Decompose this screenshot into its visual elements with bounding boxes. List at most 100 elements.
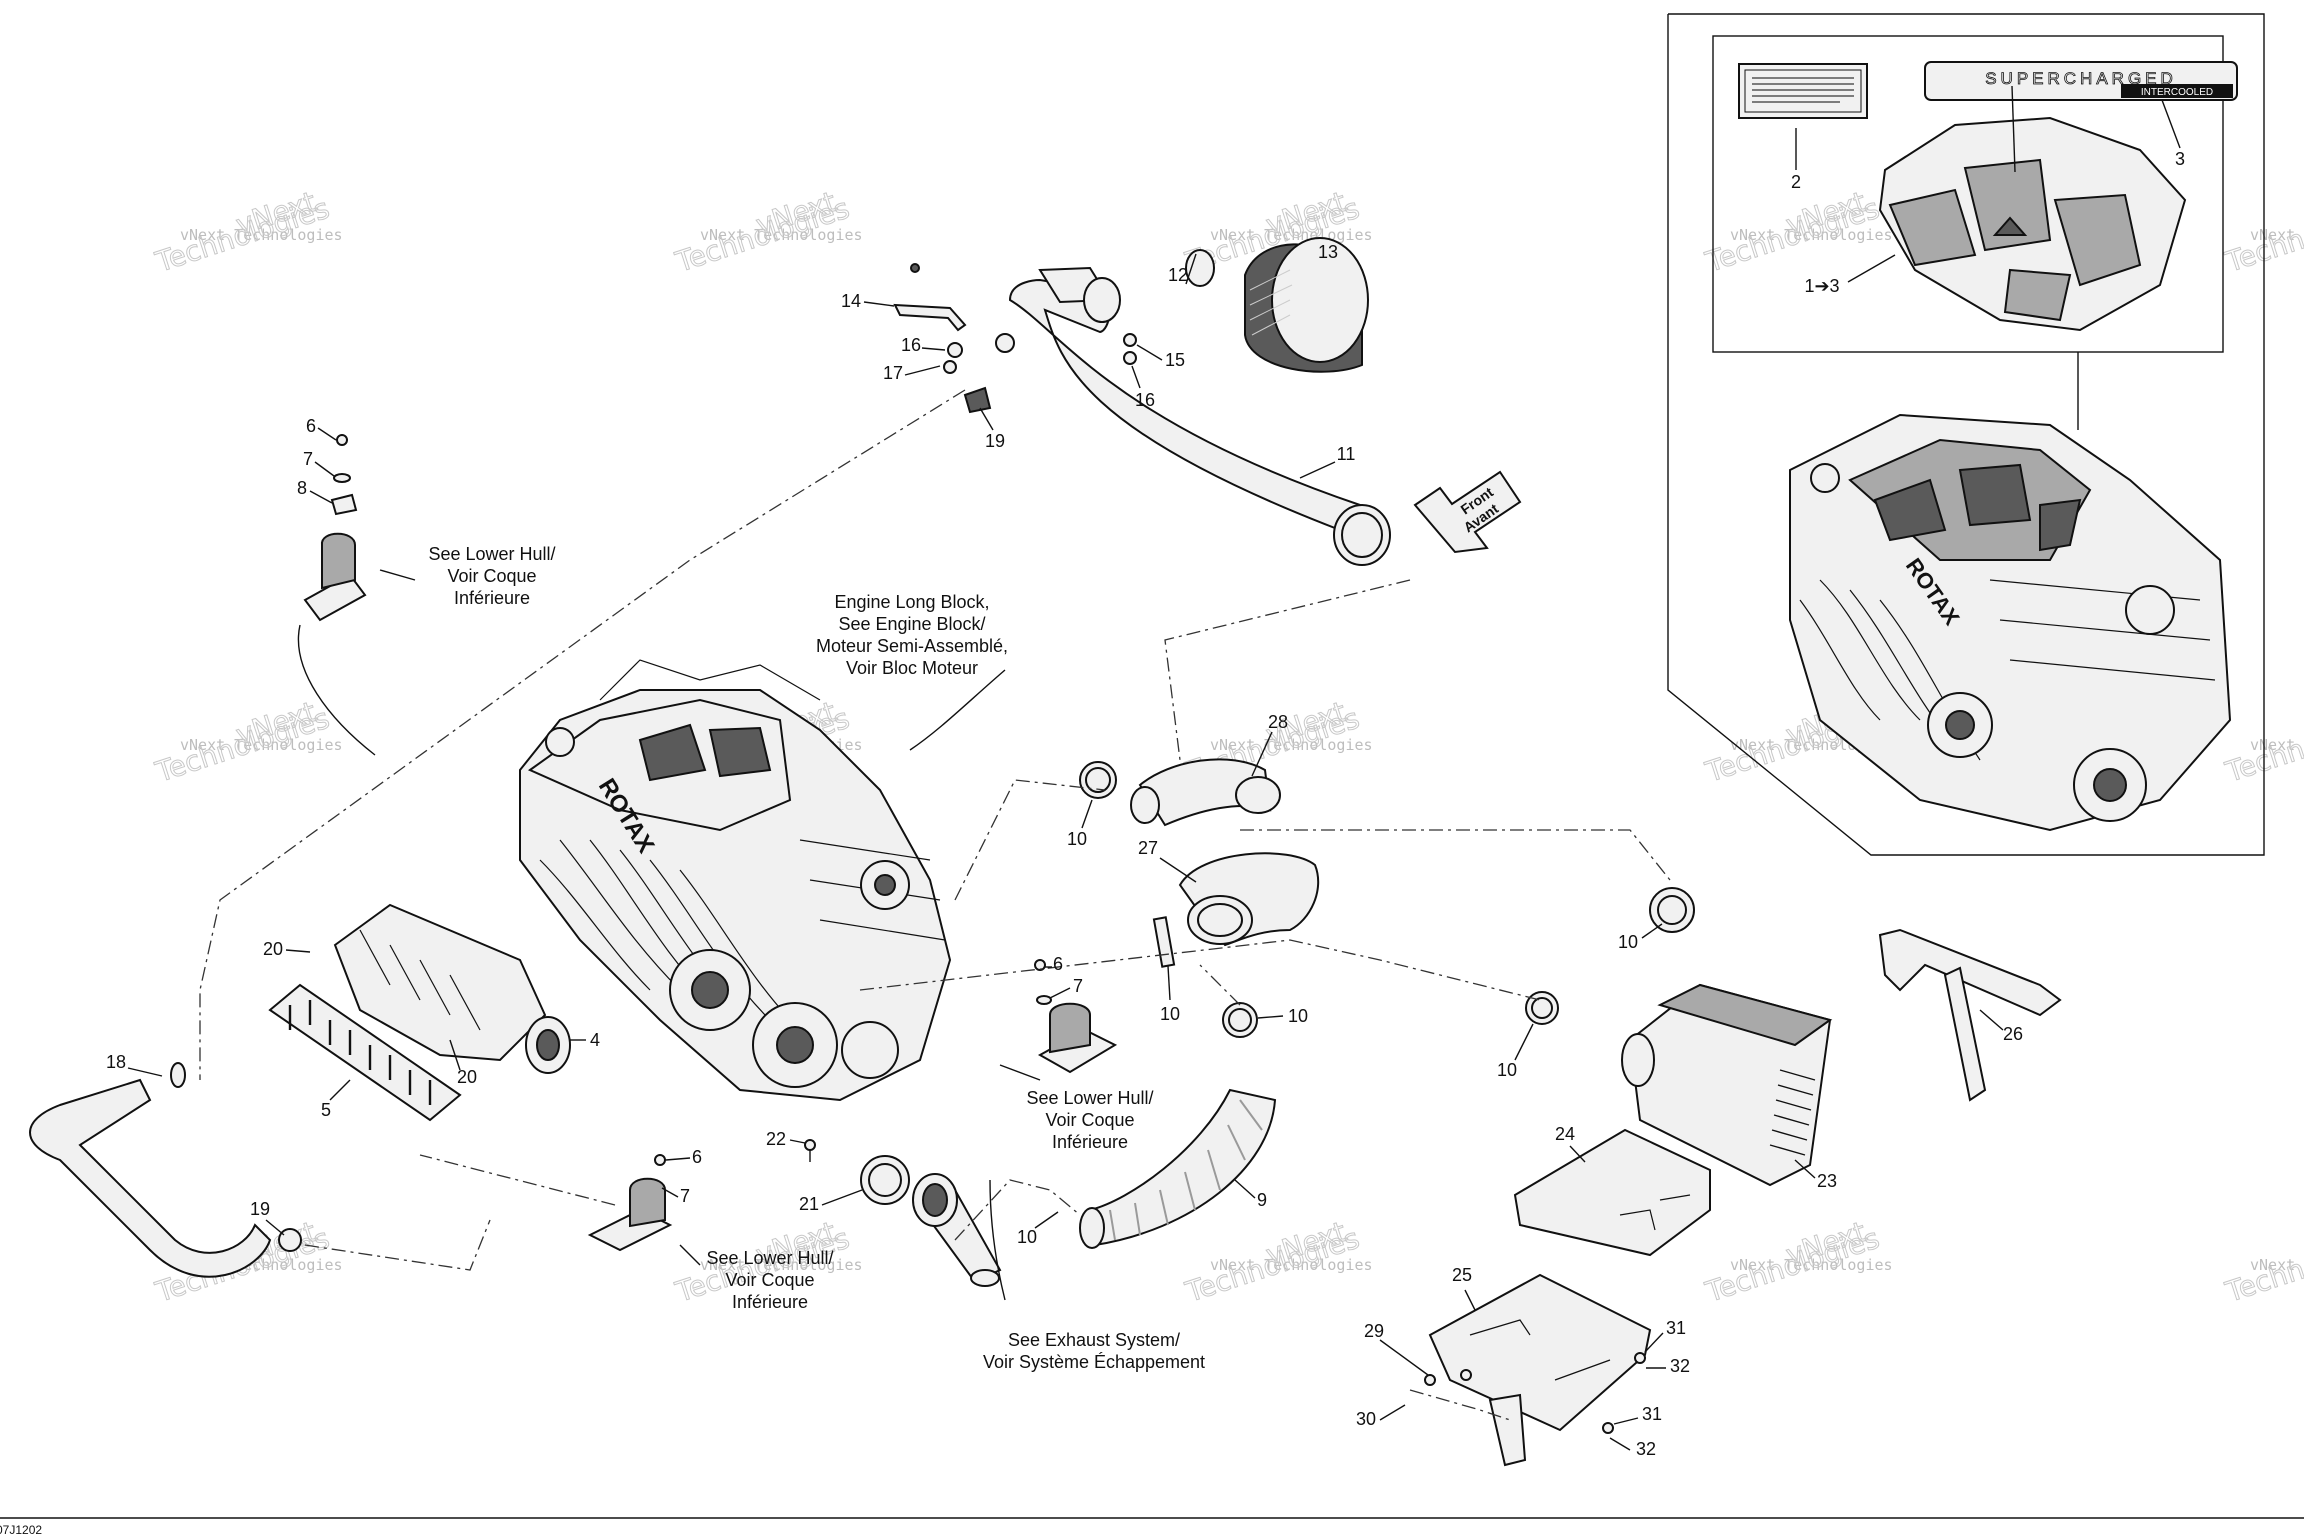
note-engine-line2: See Engine Block/ xyxy=(838,614,985,634)
watermark-logo-text: vNext xyxy=(2302,1215,2304,1272)
callout-29: 29 xyxy=(1364,1321,1384,1341)
air-filter xyxy=(1244,237,1369,373)
note-lower-hull-1-line1: See Lower Hull/ xyxy=(428,544,555,564)
note-engine-line4: Voir Bloc Moteur xyxy=(846,658,978,678)
callout-1-3: 1➔3 xyxy=(1804,276,1839,296)
note-lower-hull-3-line1: See Lower Hull/ xyxy=(706,1248,833,1268)
elbow-hoses xyxy=(1079,758,1320,968)
callout-8: 8 xyxy=(297,478,307,498)
exhaust-adapter xyxy=(804,1139,1002,1287)
note-lower-hull-1-line3: Inférieure xyxy=(454,588,530,608)
note-lower-hull-2-line2: Voir Coque xyxy=(1045,1110,1134,1130)
note-lower-hull-2-line3: Inférieure xyxy=(1052,1132,1128,1152)
note-lower-hull-1-line2: Voir Coque xyxy=(447,566,536,586)
bolt-set xyxy=(268,983,462,1122)
note-exhaust-line1: See Exhaust System/ xyxy=(1008,1330,1180,1350)
corrugated-hose xyxy=(1079,1002,1277,1249)
callout-10f: 10 xyxy=(1497,1060,1517,1080)
callout-19a: 19 xyxy=(985,431,1005,451)
watermark-text: vNext Technologies xyxy=(700,1256,863,1274)
callout-9: 9 xyxy=(1257,1190,1267,1210)
callout-16b: 16 xyxy=(1135,390,1155,410)
engine-mount-top-left xyxy=(303,434,367,622)
callout-22: 22 xyxy=(766,1129,786,1149)
callout-3: 3 xyxy=(2175,149,2185,169)
note-exhaust-line2: Voir Système Échappement xyxy=(983,1352,1205,1372)
leader-lines xyxy=(199,389,1671,1421)
engine-mount-center xyxy=(1034,959,1118,1074)
callout-14: 14 xyxy=(841,291,861,311)
callout-7a: 7 xyxy=(303,449,313,469)
warning-label xyxy=(1738,63,1868,119)
callout-6a: 6 xyxy=(306,416,316,436)
watermark-text: vNext Technologies xyxy=(180,736,343,754)
callout-26: 26 xyxy=(2003,1024,2023,1044)
callout-6c: 6 xyxy=(692,1147,702,1167)
callout-10c: 10 xyxy=(1288,1006,1308,1026)
callout-23: 23 xyxy=(1817,1171,1837,1191)
callout-32b: 32 xyxy=(1636,1439,1656,1459)
drawing-id: 07J1202 xyxy=(0,1523,42,1536)
callout-10e: 10 xyxy=(1618,932,1638,952)
callout-13: 13 xyxy=(1318,242,1338,262)
callout-20a: 20 xyxy=(263,939,283,959)
callout-10b: 10 xyxy=(1160,1004,1180,1024)
callout-18: 18 xyxy=(106,1052,126,1072)
note-engine-line1: Engine Long Block, xyxy=(834,592,989,612)
callout-31b: 31 xyxy=(1642,1404,1662,1424)
callout-25: 25 xyxy=(1452,1265,1472,1285)
watermark-logo-text: vNext xyxy=(2302,695,2304,752)
callout-16a: 16 xyxy=(901,335,921,355)
watermark-logo-text: Technologies xyxy=(2221,1222,2304,1309)
plate-24 xyxy=(1513,1128,1711,1257)
watermark-text: vNext Technologies xyxy=(1730,1256,1893,1274)
engine-mount-bottom xyxy=(587,1154,673,1252)
intake-manifold xyxy=(333,903,571,1074)
note-lower-hull-3-line2: Voir Coque xyxy=(725,1270,814,1290)
callout-32a: 32 xyxy=(1670,1356,1690,1376)
watermark-logo-text: Technologies xyxy=(2221,702,2304,789)
callout-15: 15 xyxy=(1165,350,1185,370)
callout-11: 11 xyxy=(1337,444,1356,464)
watermark-text: vNext Technologies xyxy=(180,226,343,244)
callout-10d: 10 xyxy=(1017,1227,1037,1247)
logo-supercharged-text: SUPERCHARGED xyxy=(1985,69,2177,88)
intercooler-bracket xyxy=(1878,928,2062,1102)
supercharged-logo-plate: SUPERCHARGED INTERCOOLED xyxy=(1924,61,2238,101)
watermark-text: vNext Technologies xyxy=(700,226,863,244)
note-engine-line3: Moteur Semi-Assemblé, xyxy=(816,636,1008,656)
watermark-text: vNext Technologies xyxy=(2250,1256,2304,1274)
callout-28: 28 xyxy=(1268,712,1288,732)
watermark-text: vNext Technologies xyxy=(1210,736,1373,754)
watermark-logo-text: vNext xyxy=(2302,185,2304,242)
note-lower-hull-3-line3: Inférieure xyxy=(732,1292,808,1312)
callout-20b: 20 xyxy=(457,1067,477,1087)
inset-engine: ROTAX xyxy=(1789,413,2232,832)
callout-30: 30 xyxy=(1356,1409,1376,1429)
callout-5: 5 xyxy=(321,1100,331,1120)
callout-6b: 6 xyxy=(1053,954,1063,974)
drain-hose xyxy=(29,1062,302,1278)
callout-12: 12 xyxy=(1168,265,1188,285)
note-lower-hull-2-line1: See Lower Hull/ xyxy=(1026,1088,1153,1108)
callout-21: 21 xyxy=(799,1194,819,1214)
callout-10a: 10 xyxy=(1067,829,1087,849)
callout-24: 24 xyxy=(1555,1124,1575,1144)
callout-19b: 19 xyxy=(250,1199,270,1219)
plate-25 xyxy=(1424,1273,1652,1467)
engine-long-block: ROTAX xyxy=(519,659,952,1102)
front-arrow-indicator: Front Avant xyxy=(1413,470,1522,554)
air-intake-assembly xyxy=(893,237,1391,566)
watermark-logo-text: Technologies xyxy=(2221,192,2304,279)
reference-notes: See Lower Hull/ Voir Coque Inférieure En… xyxy=(428,544,1205,1372)
callout-7c: 7 xyxy=(680,1186,690,1206)
watermark-text: vNext Technologies xyxy=(1210,1256,1373,1274)
inset-panel: SUPERCHARGED INTERCOOLED ROTAX xyxy=(1667,13,2265,856)
engine-cover xyxy=(1878,116,2187,332)
callout-17: 17 xyxy=(883,363,903,383)
callout-31a: 31 xyxy=(1666,1318,1686,1338)
callout-7b: 7 xyxy=(1073,976,1083,996)
callout-27: 27 xyxy=(1138,838,1158,858)
logo-intercooled-text: INTERCOOLED xyxy=(2141,87,2213,98)
